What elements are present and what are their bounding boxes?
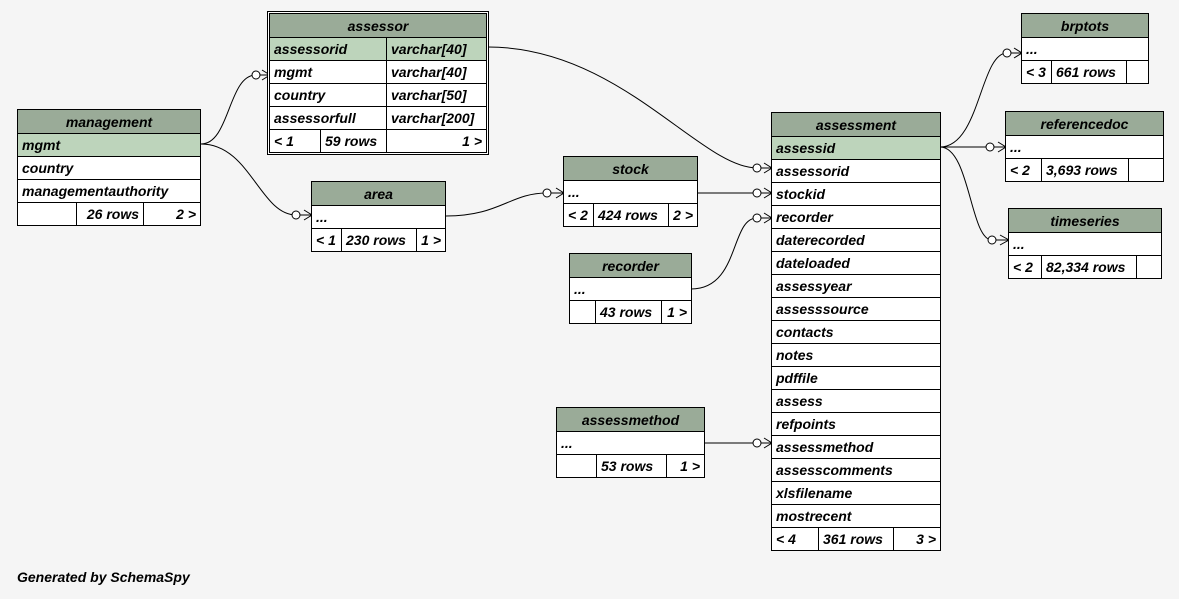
edge-end-marker	[542, 188, 552, 198]
edge-end-marker	[752, 438, 762, 448]
table-footer: < 1 59 rows 1 >	[270, 129, 486, 152]
table-row: contacts	[772, 320, 940, 343]
table-row: assesssource	[772, 297, 940, 320]
edge-end-marker	[752, 188, 762, 198]
edge-management-assessor	[200, 74, 257, 145]
edge-assessment-brptots	[939, 52, 1008, 148]
table-row: ...	[564, 180, 697, 203]
table-row: country	[18, 156, 200, 179]
table-row: daterecorded	[772, 228, 940, 251]
table-assessment[interactable]: assessment assessid assessorid stockid r…	[771, 112, 941, 551]
table-row: mgmt varchar[40]	[270, 60, 486, 83]
edge-end-marker	[752, 163, 762, 173]
table-title: management	[18, 110, 200, 133]
table-referencedoc[interactable]: referencedoc ... < 2 3,693 rows	[1005, 111, 1164, 182]
table-title: recorder	[570, 254, 691, 277]
table-row: ...	[1009, 232, 1161, 255]
table-row: dateloaded	[772, 251, 940, 274]
table-footer: < 2 424 rows 2 >	[564, 203, 697, 226]
table-row: country varchar[50]	[270, 83, 486, 106]
table-row: mostrecent	[772, 504, 940, 527]
edge-end-marker	[251, 70, 261, 80]
table-footer: < 3 661 rows	[1022, 60, 1148, 83]
edge-assessment-timeseries	[939, 146, 993, 241]
table-footer: < 2 82,334 rows	[1009, 255, 1161, 278]
table-row: ...	[1022, 37, 1148, 60]
table-row: assessorid varchar[40]	[270, 37, 486, 60]
table-footer: < 4 361 rows 3 >	[772, 527, 940, 550]
table-row: xlsfilename	[772, 481, 940, 504]
table-row: ...	[312, 205, 445, 228]
table-row: ...	[570, 277, 691, 300]
table-title: assessor	[270, 14, 486, 37]
edge-recorder-assessment	[690, 217, 758, 290]
edge-end-marker	[985, 142, 995, 152]
table-title: assessment	[772, 113, 940, 136]
table-row: notes	[772, 343, 940, 366]
table-management[interactable]: management mgmt country managementauthor…	[17, 109, 201, 226]
table-row: assessyear	[772, 274, 940, 297]
table-brptots[interactable]: brptots ... < 3 661 rows	[1021, 13, 1149, 84]
table-footer: < 2 3,693 rows	[1006, 158, 1163, 181]
table-row: refpoints	[772, 412, 940, 435]
table-recorder[interactable]: recorder ... 43 rows 1 >	[569, 253, 692, 324]
table-timeseries[interactable]: timeseries ... < 2 82,334 rows	[1008, 208, 1162, 279]
table-row: assess	[772, 389, 940, 412]
table-footer: 53 rows 1 >	[557, 454, 704, 477]
edge-assessor-assessment	[487, 46, 758, 169]
table-row: assessorid	[772, 159, 940, 182]
table-row: stockid	[772, 182, 940, 205]
table-row: assessorfull varchar[200]	[270, 106, 486, 129]
table-title: referencedoc	[1006, 112, 1163, 135]
table-row: ...	[557, 431, 704, 454]
table-row: assesscomments	[772, 458, 940, 481]
table-area[interactable]: area ... < 1 230 rows 1 >	[311, 181, 446, 252]
table-title: timeseries	[1009, 209, 1161, 232]
edge-area-stock	[445, 192, 548, 217]
table-row: recorder	[772, 205, 940, 228]
table-footer: < 1 230 rows 1 >	[312, 228, 445, 251]
table-row: managementauthority	[18, 179, 200, 202]
table-title: assessmethod	[557, 408, 704, 431]
table-title: brptots	[1022, 14, 1148, 37]
table-row: mgmt	[18, 133, 200, 156]
table-stock[interactable]: stock ... < 2 424 rows 2 >	[563, 156, 698, 227]
table-row: assessmethod	[772, 435, 940, 458]
edge-end-marker	[752, 213, 762, 223]
table-row: pdffile	[772, 366, 940, 389]
table-row: ...	[1006, 135, 1163, 158]
table-footer: 26 rows 2 >	[18, 202, 200, 225]
table-assessmethod[interactable]: assessmethod ... 53 rows 1 >	[556, 407, 705, 478]
edge-end-marker	[987, 235, 997, 245]
generated-by-note: Generated by SchemaSpy	[17, 569, 190, 585]
table-footer: 43 rows 1 >	[570, 300, 691, 323]
table-title: stock	[564, 157, 697, 180]
edge-end-marker	[1002, 48, 1012, 58]
edge-management-area	[200, 143, 297, 216]
table-row: assessid	[772, 136, 940, 159]
table-assessor[interactable]: assessor assessorid varchar[40] mgmt var…	[267, 11, 489, 155]
table-title: area	[312, 182, 445, 205]
edge-end-marker	[291, 210, 301, 220]
